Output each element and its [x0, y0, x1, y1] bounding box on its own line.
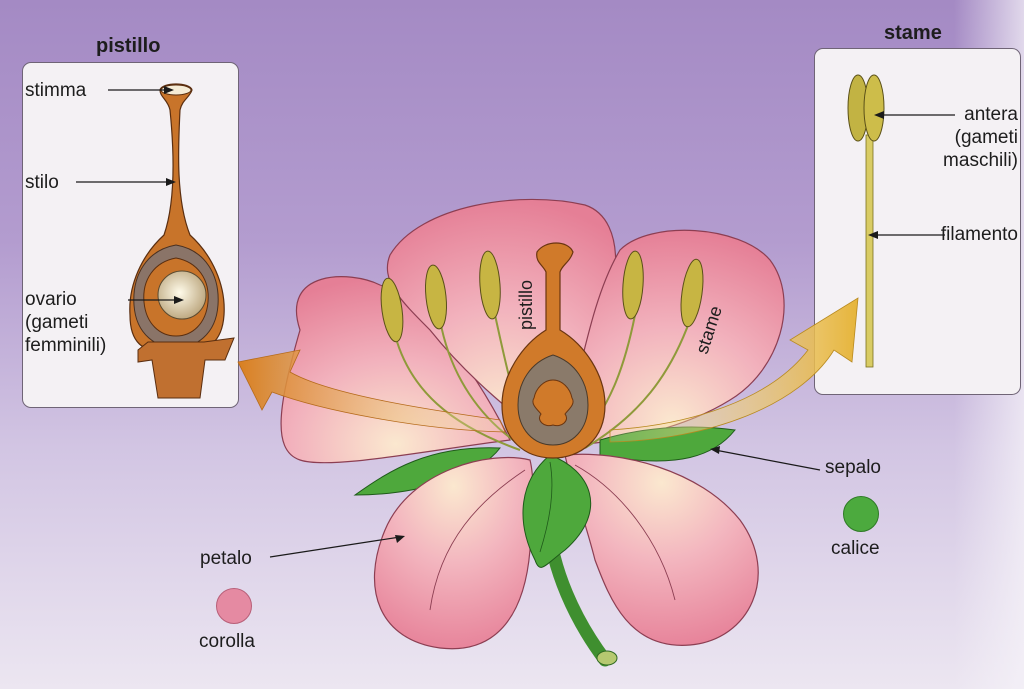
calice-legend-dot — [843, 496, 879, 532]
corolla-legend-dot — [216, 588, 252, 624]
stamen-panel-title: stame — [884, 22, 942, 44]
filamento-label: filamento — [940, 224, 1018, 245]
arrow-to-stamen — [609, 297, 859, 443]
leader-arrowheads — [164, 86, 884, 543]
stamen-anthers — [380, 250, 704, 343]
stamen-detail-drawing — [847, 74, 885, 368]
stimma-label: stimma — [25, 80, 87, 101]
antera-label-line1: antera — [964, 104, 1018, 125]
sepal-label: sepalo — [825, 457, 881, 478]
arrow-to-pistil — [237, 349, 506, 433]
flower-pistil — [501, 242, 606, 459]
antera-label-line3: maschili) — [943, 150, 1018, 171]
corolla-label: corolla — [199, 631, 255, 652]
ovario-label-line3: femminili) — [25, 335, 107, 356]
ovario-label-line1: ovario — [25, 289, 77, 310]
sepal-front — [522, 454, 592, 568]
calice-label: calice — [831, 538, 880, 559]
flower-pistil-label: pistillo — [516, 280, 536, 330]
stilo-label: stilo — [25, 172, 59, 193]
pistil-panel-title: pistillo — [96, 35, 161, 57]
sepal-left — [353, 447, 501, 496]
pistil-detail-drawing — [129, 83, 235, 399]
leader-lines — [76, 89, 955, 558]
ovario-label-line2: (gameti — [25, 312, 89, 333]
antera-label-line2: (gameti — [954, 127, 1018, 148]
petal-bottom-right — [564, 453, 759, 646]
petal-label: petalo — [200, 548, 252, 569]
